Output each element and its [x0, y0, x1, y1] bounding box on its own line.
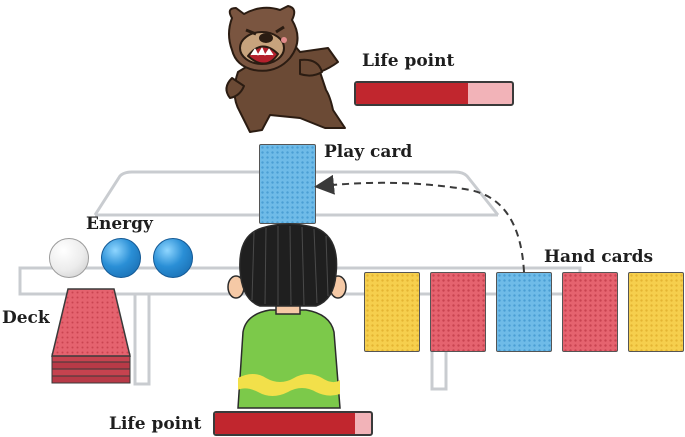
hand-card-blue[interactable] — [496, 272, 552, 352]
hand-card-yellow[interactable] — [628, 272, 684, 352]
energy-orb-empty — [49, 238, 89, 278]
energy-orb-full — [101, 238, 141, 278]
player-life-fill — [215, 413, 356, 434]
enemy-life-bar — [354, 81, 514, 106]
energy-orb-full — [153, 238, 193, 278]
hand-card-red[interactable] — [562, 272, 618, 352]
player-life-bar — [213, 411, 373, 436]
hand-cards-label: Hand cards — [544, 247, 654, 267]
play-card-label: Play card — [324, 142, 413, 162]
deck-label: Deck — [2, 308, 50, 328]
enemy-life-fill — [356, 83, 469, 104]
play-card-slot[interactable] — [259, 144, 316, 224]
enemy-life-label: Life point — [362, 51, 455, 71]
energy-label: Energy — [86, 214, 153, 234]
player-life-label: Life point — [109, 414, 202, 434]
hand-card-red[interactable] — [430, 272, 486, 352]
hand-card-yellow[interactable] — [364, 272, 420, 352]
